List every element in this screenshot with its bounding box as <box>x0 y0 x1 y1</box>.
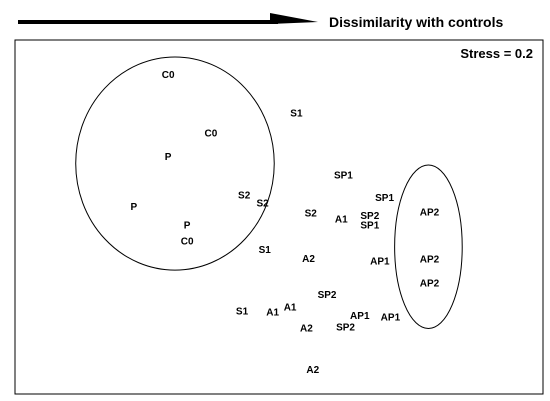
point-label: SP2 <box>360 211 379 222</box>
point-label: SP2 <box>318 290 337 301</box>
point-label: P <box>130 202 137 213</box>
gradient-arrow-head <box>270 13 318 24</box>
point-label: P <box>165 152 172 163</box>
point-label: P <box>184 221 191 232</box>
point-label: AP2 <box>420 255 440 266</box>
point-label: SP1 <box>334 170 353 181</box>
point-label: A2 <box>302 254 315 265</box>
point-label: C0 <box>162 70 175 81</box>
point-label: A1 <box>284 302 297 313</box>
header-label: Dissimilarity with controls <box>329 14 503 30</box>
plot-frame <box>14 39 544 395</box>
point-label: AP1 <box>370 256 390 267</box>
group-ellipse-1 <box>75 56 275 271</box>
point-label: S1 <box>290 108 303 119</box>
group-ellipses <box>75 56 463 330</box>
point-label: SP1 <box>360 221 379 232</box>
point-label: S2 <box>238 191 251 202</box>
point-label: S1 <box>259 245 272 256</box>
stress-annotation: Stress = 0.2 <box>460 46 533 61</box>
point-label: AP2 <box>420 278 440 289</box>
point-label: SP2 <box>336 322 355 333</box>
point-label: AP2 <box>420 207 440 218</box>
point-label: S2 <box>257 198 270 209</box>
point-label: A1 <box>266 307 279 318</box>
gradient-arrow-shaft <box>18 20 278 24</box>
point-label: A2 <box>306 365 319 376</box>
point-label: AP1 <box>381 312 401 323</box>
point-label: C0 <box>204 128 217 139</box>
point-label: C0 <box>181 236 194 247</box>
point-label: AP1 <box>350 311 370 322</box>
point-label: S1 <box>236 306 249 317</box>
gradient-header: Dissimilarity with controls <box>18 13 503 30</box>
point-label: SP1 <box>375 193 394 204</box>
point-label: S2 <box>305 208 318 219</box>
point-label: A2 <box>300 324 313 335</box>
group-ellipse-2 <box>394 164 463 330</box>
point-label: A1 <box>335 214 348 225</box>
